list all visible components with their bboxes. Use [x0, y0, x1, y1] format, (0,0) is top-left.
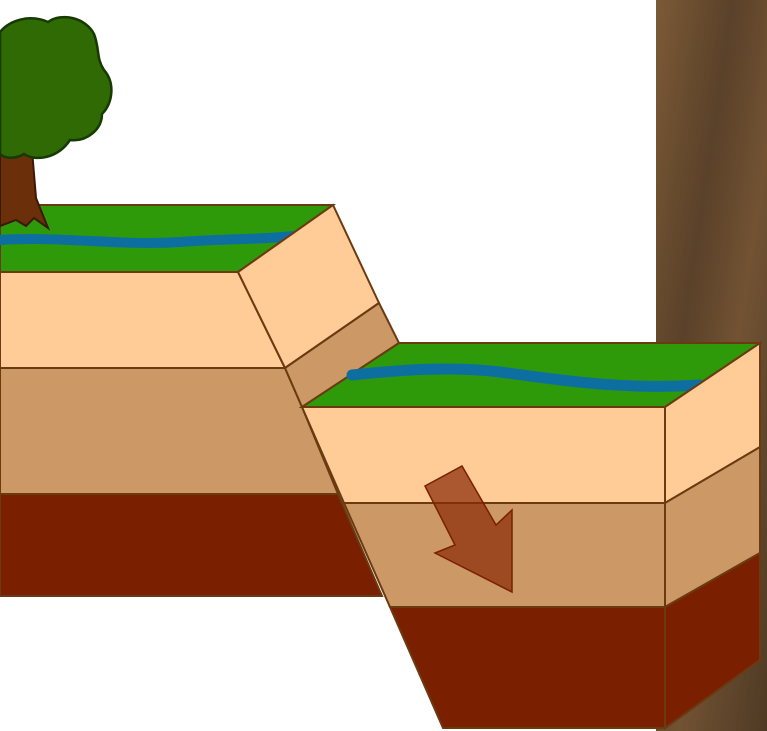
- tree-trunk: [0, 150, 48, 228]
- hanging-wall-top-layer: [302, 407, 665, 503]
- hanging-wall-block: [302, 343, 760, 728]
- footwall-bottom-layer: [0, 494, 382, 596]
- tree-foliage: [0, 17, 111, 158]
- footwall-top-layer: [0, 272, 285, 368]
- tree-icon: [0, 17, 111, 228]
- hanging-wall-bottom-layer: [390, 607, 665, 728]
- footwall-middle-layer: [0, 368, 338, 494]
